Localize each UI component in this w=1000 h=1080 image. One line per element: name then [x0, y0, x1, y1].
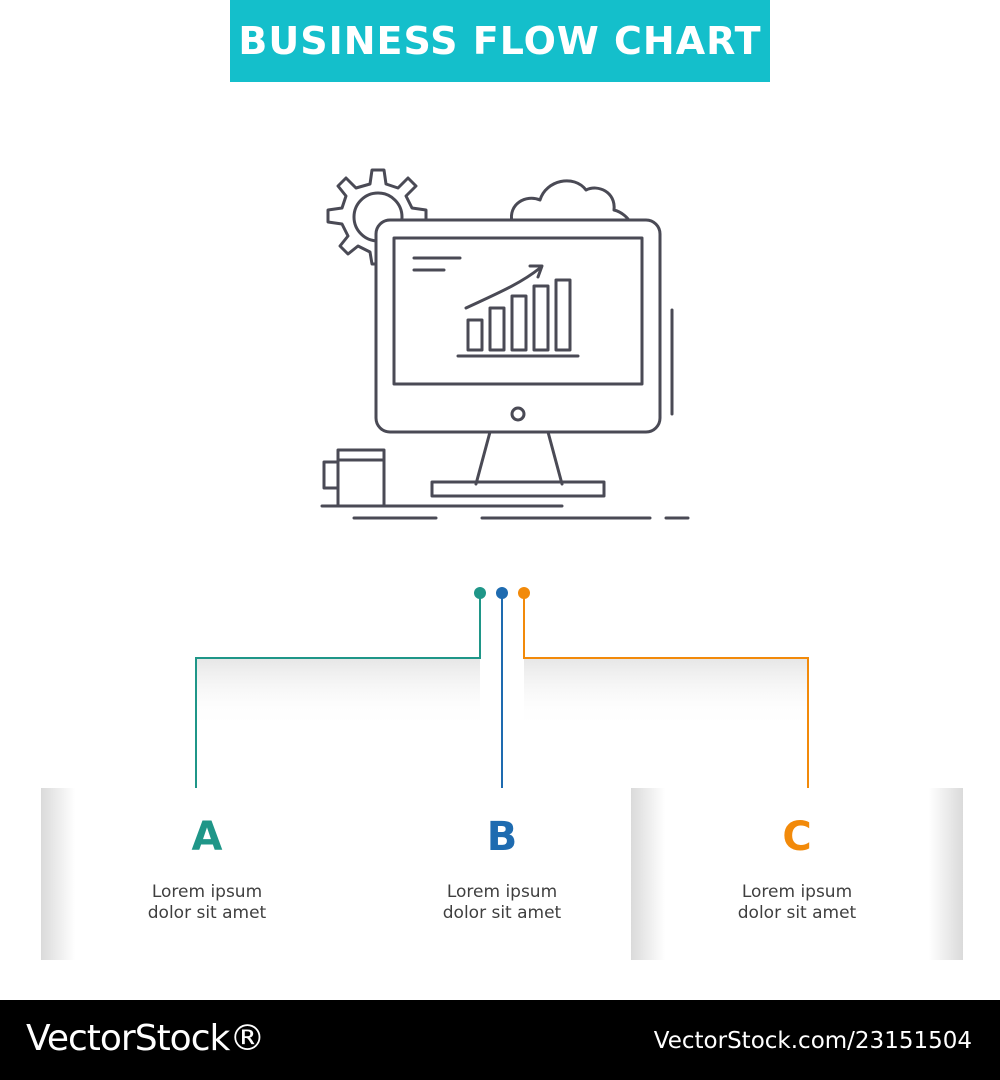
- dot-a: [474, 587, 486, 599]
- power-button-icon: [510, 406, 526, 422]
- step-letter: C: [782, 814, 812, 860]
- footer-image-id[interactable]: VectorStock.com/23151504: [653, 1028, 972, 1054]
- monitor-screen: [392, 236, 644, 386]
- footer-brand[interactable]: VectorStock®: [26, 1018, 265, 1059]
- flow-connectors: [195, 587, 809, 798]
- monitor-frame: [374, 218, 662, 434]
- mug-icon: [322, 448, 386, 508]
- connector-c: [523, 594, 809, 798]
- title-banner: BUSINESS FLOW CHART: [230, 0, 770, 82]
- monitor-growth-chart-icon: [320, 168, 690, 520]
- dot-c: [518, 587, 530, 599]
- bar-chart-icon: [456, 264, 580, 358]
- step-letter: B: [486, 814, 518, 860]
- connector-a: [195, 594, 481, 798]
- step-letter: A: [191, 814, 223, 860]
- monitor-base: [430, 480, 606, 498]
- page-title: BUSINESS FLOW CHART: [238, 19, 762, 63]
- dot-b: [496, 587, 508, 599]
- cloud-icon: [509, 179, 632, 224]
- footer-bar: VectorStock® VectorStock.com/23151504: [0, 1000, 1000, 1080]
